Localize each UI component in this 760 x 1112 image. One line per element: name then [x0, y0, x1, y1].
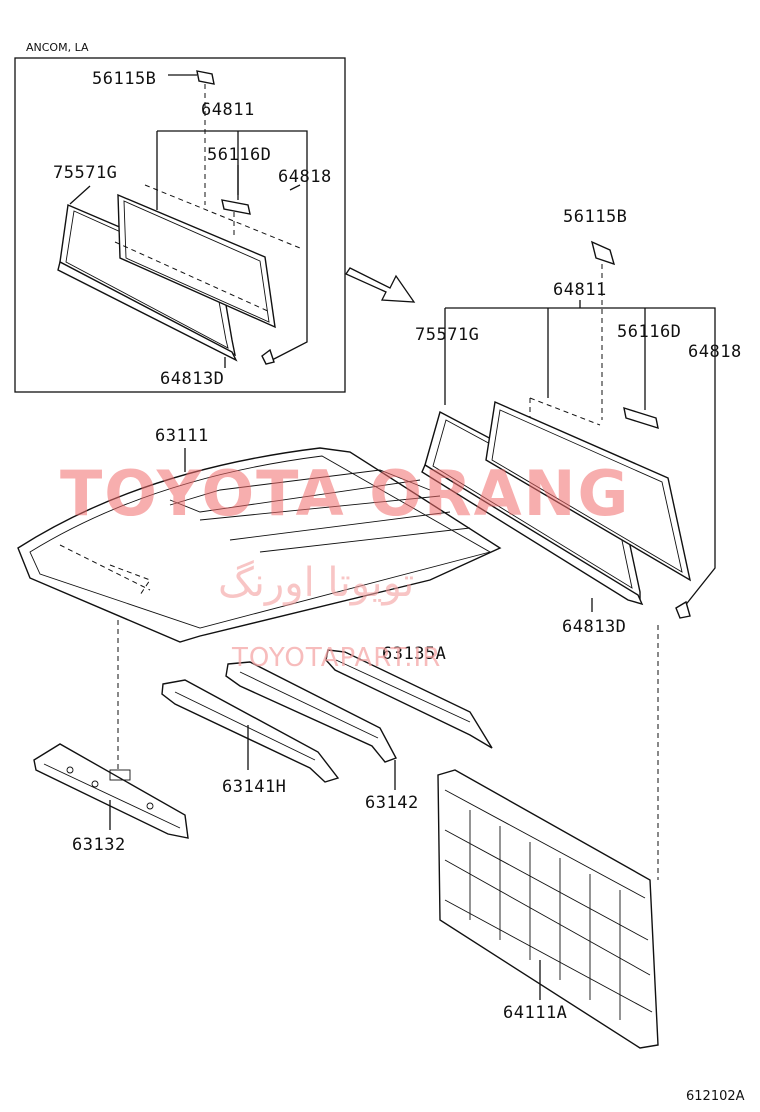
- back-glass-part: [117, 193, 276, 329]
- back-glass-part-right: [485, 400, 692, 582]
- label-56115b-inset: 56115B: [92, 69, 156, 89]
- header-panel-part: [33, 743, 189, 839]
- label-64818: 64818: [688, 342, 742, 362]
- label-64811: 64811: [553, 280, 607, 300]
- label-75571g-inset: 75571G: [53, 163, 117, 183]
- label-63141h: 63141H: [222, 777, 286, 797]
- watermark-brand: TOYOTA ORANG: [60, 457, 630, 530]
- rear-window-assembly: [421, 240, 716, 880]
- inset-box-header: ANCOM, LA: [26, 41, 89, 54]
- back-panel-part: [437, 769, 659, 1049]
- window-clip-part: [196, 70, 215, 85]
- label-63135a: 63135A: [382, 644, 446, 664]
- label-56115b: 56115B: [563, 207, 627, 227]
- label-75571g: 75571G: [415, 325, 479, 345]
- figure-code: 612102A: [686, 1089, 745, 1104]
- roof-panel-part: [17, 447, 502, 770]
- direction-arrow-icon: [345, 267, 416, 303]
- label-56116d-inset: 56116D: [207, 145, 271, 165]
- clip-part-right: [675, 600, 691, 619]
- label-63111: 63111: [155, 426, 209, 446]
- watermark-persian: تویوتا اورنگ: [218, 560, 414, 606]
- label-64111a: 64111A: [503, 1003, 567, 1023]
- roof-bow-63135a-part: [325, 649, 493, 749]
- inset-box: ANCOM, LA: [14, 41, 346, 393]
- label-64818-inset: 64818: [278, 167, 332, 187]
- clip-part: [261, 348, 275, 365]
- roof-bow-63141h-part: [161, 679, 340, 783]
- window-clip-part-right: [590, 240, 616, 266]
- label-56116d: 56116D: [617, 322, 681, 342]
- label-64813d-inset: 64813D: [160, 369, 224, 389]
- retainer-part: [221, 199, 251, 215]
- label-63132: 63132: [72, 835, 126, 855]
- retainer-part-right: [623, 406, 659, 430]
- label-64811-inset: 64811: [201, 100, 255, 120]
- roof-bow-63142-part: [225, 661, 397, 790]
- label-63142: 63142: [365, 793, 419, 813]
- watermark-url: TOYOTAPART.IR: [231, 643, 441, 673]
- label-64813d: 64813D: [562, 617, 626, 637]
